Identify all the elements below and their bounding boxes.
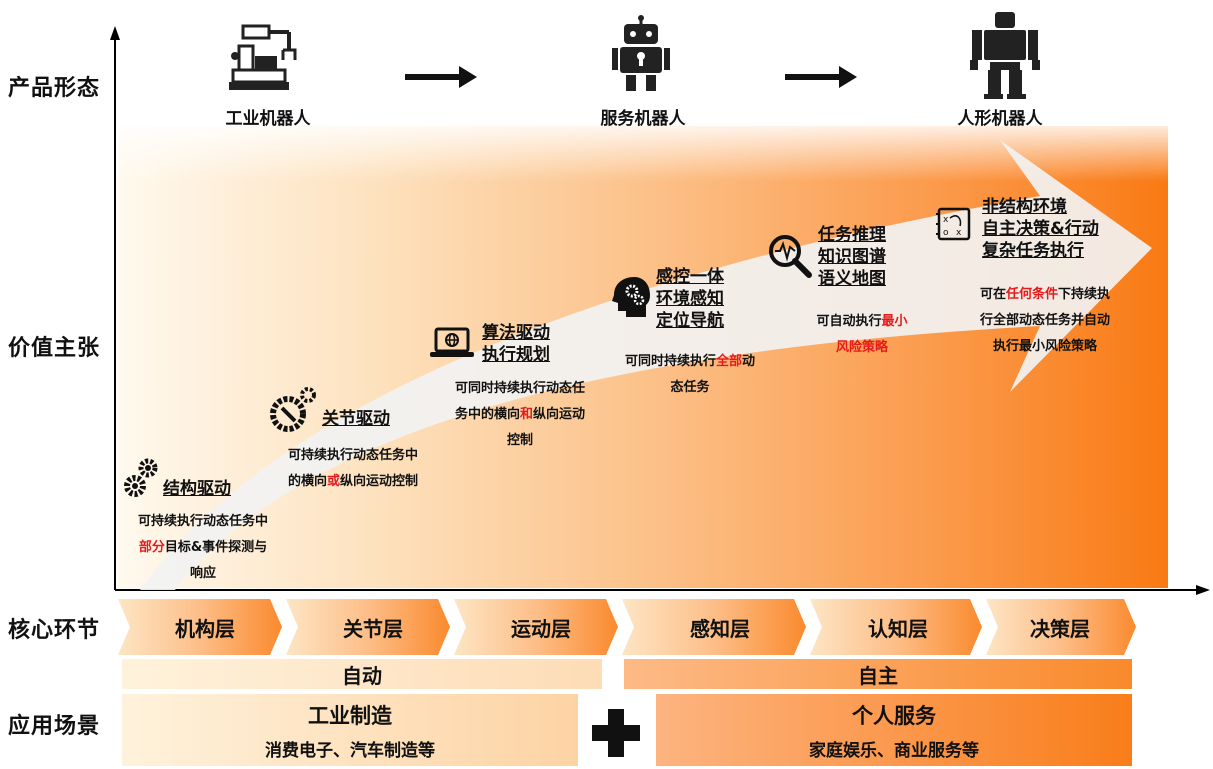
layer-perception: 感知层 [690,616,750,641]
stage-desc-joint-drive: 可持续执行动态任务中 的横向或纵向运动控制 [287,448,419,489]
stage-title-unstructured-env: 非结构环境 自主决策&行动 复杂任务执行 [982,197,1099,261]
mode-autonomous: 自主 [624,659,1132,689]
layer-mechanism: 机构层 [175,616,235,641]
row-label-value-proposition: 价值主张 [8,336,101,361]
layer-decision: 决策层 [1030,616,1090,641]
laptop-globe-icon [430,327,474,357]
mode-automatic: 自动 [122,659,602,689]
scenario-personal-title: 个人服务 [852,703,936,728]
stage-title-task-reasoning: 任务推理 知识图谱 语义地图 [818,225,886,289]
head-gears-icon [612,277,650,317]
layer-motion: 运动层 [511,616,571,641]
robot-label-humanoid: 人形机器人 [957,109,1043,129]
stage-desc-task-reasoning: 可自动执行最小 风险策略 [816,314,908,355]
row-label-application: 应用场景 [8,714,101,739]
stage-desc-perception-control: 可同时持续执行全部动 态任务 [624,354,756,395]
svg-text:x: x [956,228,962,238]
industrial-robot-arm-icon [229,24,297,90]
plus-icon [592,709,640,757]
magnifier-pulse-icon [769,235,812,278]
row-label-product-form: 产品形态 [8,76,101,101]
layer-joint: 关节层 [343,616,403,641]
scenario-industrial: 工业制造 消费电子、汽车制造等 [122,694,578,766]
svg-text:o: o [943,228,949,238]
scenario-industrial-sub: 消费电子、汽车制造等 [265,740,435,761]
strategy-board-icon: x o x [936,207,971,241]
robot-label-service: 服务机器人 [600,109,686,129]
stage-desc-structure-drive: 可持续执行动态任务中 部分目标&事件探测与 响应 [137,514,268,581]
stage-title-structure-drive: 结构驱动 [163,479,231,499]
humanoid-robot-icon [970,12,1040,99]
arrow-right-icon [785,66,857,88]
stage-title-joint-drive: 关节驱动 [322,409,390,429]
stage-desc-algorithm-drive: 可同时持续执行动态任 务中的横向和纵向运动 控制 [454,381,586,448]
stage-title-perception-control: 感控一体 环境感知 定位导航 [656,267,724,331]
layer-cognition: 认知层 [868,616,928,641]
stage-title-algorithm-drive: 算法驱动 执行规划 [482,323,550,365]
layer-chevrons [118,599,1136,655]
row-label-core-link: 核心环节 [8,618,101,643]
stage-desc-unstructured-env: 可在任何条件下持续执 行全部动态任务并自动 执行最小风险策略 [979,287,1111,354]
scenario-industrial-title: 工业制造 [308,703,392,728]
service-robot-icon [612,15,670,91]
scenario-personal-sub: 家庭娱乐、商业服务等 [809,740,979,761]
wrench-gear-icon [270,387,316,432]
svg-text:x: x [943,215,949,225]
arrow-right-icon [405,66,477,88]
gears-icon [124,458,158,497]
robot-label-industrial: 工业机器人 [225,109,311,129]
scenario-personal: 个人服务 家庭娱乐、商业服务等 [656,694,1132,766]
